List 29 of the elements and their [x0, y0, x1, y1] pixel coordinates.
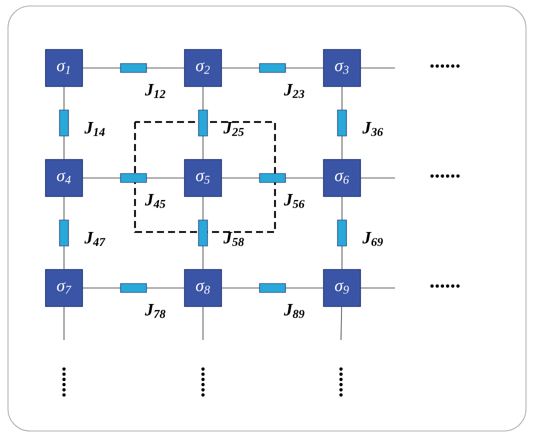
spin-box: σ$_{6}$ — [323, 159, 361, 197]
spin-box: σ$_{8}$ — [184, 269, 222, 307]
edge-label: J$_{69}$ — [362, 232, 383, 246]
ellipsis: ...... — [62, 367, 66, 397]
ellipsis: ...... — [430, 174, 460, 178]
edge-label: J$_{12}$ — [144, 84, 166, 98]
ellipsis: ...... — [430, 284, 460, 288]
spin-box: σ$_{3}$ — [323, 49, 361, 87]
ellipsis: ...... — [430, 64, 460, 68]
spin-box: σ$_{4}$ — [45, 159, 83, 197]
edge-label: J$_{14}$ — [84, 122, 105, 136]
edge-label: J$_{23}$ — [284, 84, 304, 98]
spin-box: σ$_{1}$ — [45, 49, 83, 87]
spin-box: σ$_{9}$ — [323, 269, 361, 307]
edge-label: J$_{36}$ — [362, 122, 384, 136]
coupling-line — [340, 306, 342, 340]
edge-label: J$_{78}$ — [144, 304, 166, 318]
spin-box: σ$_{5}$ — [184, 159, 222, 197]
edge-label: J$_{45}$ — [144, 194, 166, 208]
edge-label: J$_{25}$ — [223, 122, 244, 136]
spin-box: σ$_{7}$ — [45, 269, 83, 307]
spin-box: σ$_{2}$ — [184, 49, 222, 87]
ellipsis: ...... — [339, 367, 343, 397]
edge-label: J$_{89}$ — [284, 304, 304, 318]
coupling-line — [202, 306, 204, 340]
edge-label: J$_{56}$ — [284, 194, 305, 208]
edge-label: J$_{58}$ — [223, 232, 244, 246]
edge-label: J$_{47}$ — [84, 232, 106, 246]
ellipsis: ...... — [201, 367, 205, 397]
